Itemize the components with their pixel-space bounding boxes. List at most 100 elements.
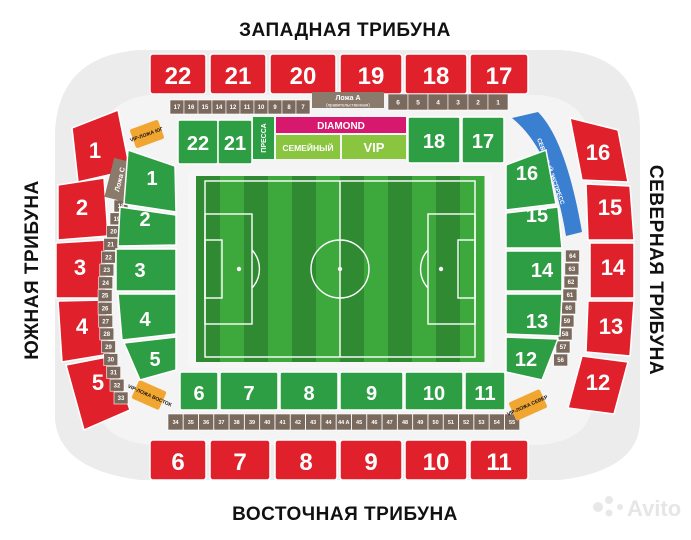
- upper-west-sector-21[interactable]: 21: [209, 53, 267, 95]
- vip-box-east[interactable]: [131, 380, 167, 410]
- lower-north-sector-15[interactable]: 15: [505, 205, 563, 249]
- skybox-47[interactable]: 47: [381, 413, 398, 431]
- skybox-33[interactable]: 33: [113, 391, 129, 405]
- skybox-14[interactable]: 14: [211, 99, 227, 115]
- lower-north-sector-12[interactable]: 12: [505, 336, 560, 381]
- skybox-24[interactable]: 24: [98, 276, 113, 290]
- vip-zone[interactable]: [342, 135, 406, 159]
- skybox-37[interactable]: 37: [213, 413, 230, 431]
- upper-west-sector-19[interactable]: 19: [339, 53, 403, 95]
- skybox-5[interactable]: 5: [407, 93, 429, 111]
- skybox-49[interactable]: 49: [412, 413, 429, 431]
- skybox-34[interactable]: 34: [167, 413, 184, 431]
- skybox-39[interactable]: 39: [244, 413, 260, 431]
- skybox-64[interactable]: 64: [565, 249, 580, 263]
- skybox-8[interactable]: 8: [281, 99, 297, 115]
- lower-west-sector-18[interactable]: 18: [407, 116, 461, 164]
- skybox-10[interactable]: 10: [253, 99, 269, 115]
- skybox-58[interactable]: 58: [557, 327, 573, 341]
- vip-box-south[interactable]: [129, 119, 164, 148]
- skybox-56[interactable]: 56: [553, 353, 568, 367]
- upper-east-sector-10[interactable]: 10: [404, 439, 468, 481]
- lower-west-sector-21[interactable]: 21: [217, 119, 253, 165]
- skybox-48[interactable]: 48: [397, 413, 413, 431]
- upper-south-sector-2[interactable]: 2: [57, 177, 109, 241]
- box-a[interactable]: [312, 92, 384, 108]
- skybox-9[interactable]: 9: [267, 99, 283, 115]
- upper-east-sector-11[interactable]: 11: [469, 439, 529, 481]
- upper-north-sector-13[interactable]: 13: [585, 300, 635, 357]
- lower-east-sector-8[interactable]: 8: [279, 371, 339, 411]
- lower-east-sector-10[interactable]: 10: [404, 371, 464, 411]
- diamond-zone[interactable]: [276, 117, 406, 133]
- upper-east-sector-9[interactable]: 9: [339, 439, 403, 481]
- upper-east-sector-7[interactable]: 7: [209, 439, 271, 481]
- lower-south-sector-4[interactable]: 4: [117, 293, 177, 341]
- skybox-53[interactable]: 53: [473, 413, 490, 431]
- skybox-36[interactable]: 36: [198, 413, 214, 431]
- lower-west-sector-22[interactable]: 22: [177, 119, 219, 165]
- skybox-57[interactable]: 57: [555, 340, 571, 354]
- press-zone[interactable]: [253, 117, 274, 159]
- skybox-2[interactable]: 2: [467, 93, 489, 111]
- lower-north-sector-16[interactable]: 16: [505, 148, 557, 211]
- upper-east-sector-6[interactable]: 6: [149, 439, 207, 481]
- skybox-60[interactable]: 60: [561, 301, 576, 315]
- lower-south-sector-2[interactable]: 2: [117, 206, 177, 247]
- lower-north-sector-13[interactable]: 13: [505, 293, 563, 337]
- skybox-23[interactable]: 23: [99, 263, 115, 277]
- lower-east-sector-11[interactable]: 11: [464, 371, 506, 411]
- family-zone[interactable]: [276, 135, 340, 159]
- skybox-42[interactable]: 42: [290, 413, 306, 431]
- skybox-26[interactable]: 26: [97, 302, 113, 315]
- skybox-45[interactable]: 45: [351, 413, 367, 431]
- upper-south-sector-3[interactable]: 3: [55, 239, 107, 299]
- upper-north-sector-16[interactable]: 16: [569, 116, 629, 183]
- skybox-51[interactable]: 51: [443, 413, 459, 431]
- skybox-27[interactable]: 27: [98, 314, 113, 328]
- lower-south-sector-5[interactable]: 5: [122, 336, 177, 381]
- lower-north-sector-14[interactable]: 14: [505, 250, 563, 292]
- lower-east-sector-7[interactable]: 7: [219, 371, 279, 411]
- skybox-1[interactable]: 1: [487, 93, 509, 111]
- skybox-11[interactable]: 11: [239, 99, 255, 115]
- lower-south-sector-1[interactable]: 1: [123, 148, 177, 213]
- skybox-28[interactable]: 28: [99, 327, 115, 341]
- upper-north-sector-14[interactable]: 14: [589, 242, 635, 299]
- skybox-41[interactable]: 41: [274, 413, 291, 431]
- skybox-7[interactable]: 7: [295, 99, 311, 115]
- skybox-63[interactable]: 63: [564, 262, 580, 276]
- skybox-22[interactable]: 22: [101, 250, 116, 264]
- skybox-44[interactable]: 44: [320, 413, 337, 431]
- upper-south-sector-4[interactable]: 4: [57, 299, 111, 363]
- skybox-38[interactable]: 38: [228, 413, 245, 431]
- skybox-6[interactable]: 6: [387, 93, 409, 111]
- skybox-61[interactable]: 61: [562, 288, 578, 302]
- upper-west-sector-17[interactable]: 17: [469, 53, 529, 95]
- upper-west-sector-20[interactable]: 20: [269, 53, 337, 95]
- lower-east-sector-9[interactable]: 9: [339, 371, 404, 411]
- skybox-59[interactable]: 59: [559, 314, 575, 328]
- skybox-35[interactable]: 35: [183, 413, 199, 431]
- skybox-52[interactable]: 52: [458, 413, 475, 431]
- lower-east-sector-6[interactable]: 6: [179, 371, 219, 411]
- skybox-3[interactable]: 3: [447, 93, 469, 111]
- skybox-17[interactable]: 17: [169, 99, 185, 115]
- skybox-15[interactable]: 15: [197, 99, 213, 115]
- vip-box-north[interactable]: [508, 389, 547, 421]
- skybox-16[interactable]: 16: [183, 99, 199, 115]
- skybox-31[interactable]: 31: [106, 366, 121, 379]
- skybox-25[interactable]: 25: [97, 289, 113, 302]
- skybox-40[interactable]: 40: [259, 413, 276, 431]
- skybox-12[interactable]: 12: [225, 99, 241, 115]
- skybox-32[interactable]: 32: [109, 378, 125, 392]
- skybox-54[interactable]: 54: [488, 413, 505, 431]
- upper-north-sector-12[interactable]: 12: [567, 355, 629, 415]
- skybox-43[interactable]: 43: [305, 413, 322, 431]
- upper-west-sector-22[interactable]: 22: [149, 53, 207, 95]
- skybox-29[interactable]: 29: [101, 340, 116, 354]
- skybox-62[interactable]: 62: [563, 275, 579, 289]
- north-express-zone[interactable]: [512, 112, 582, 236]
- lower-south-sector-3[interactable]: 3: [115, 248, 177, 292]
- upper-west-sector-18[interactable]: 18: [404, 53, 468, 95]
